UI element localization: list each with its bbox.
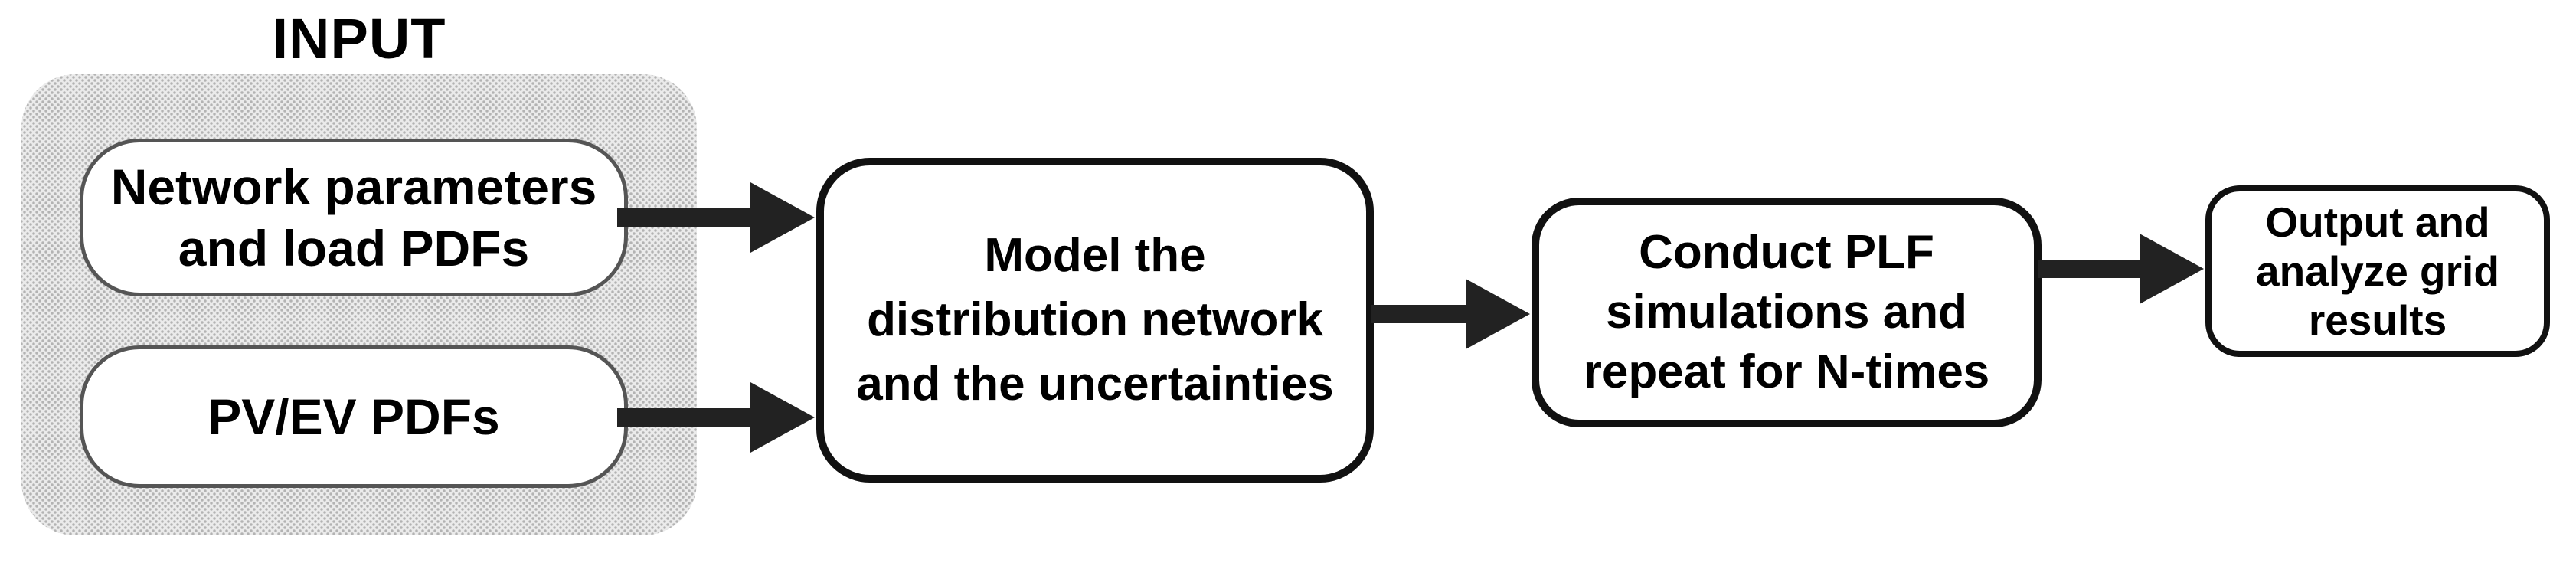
- arrow-shaft: [617, 208, 755, 227]
- node-model-distribution-line-3: and the uncertainties: [856, 358, 1334, 411]
- node-network-parameters-line-2: and load PDFs: [178, 220, 530, 276]
- node-output-results-line-3: results: [2308, 296, 2447, 344]
- arrow-conduct-plf-to-output: [2038, 234, 2204, 304]
- node-model-distribution: Model the distribution network and the u…: [816, 158, 1374, 483]
- arrow-network-parameters-to-model: [617, 182, 815, 253]
- node-conduct-plf-line-2: simulations and: [1606, 286, 1967, 339]
- node-output-results: Output and analyze grid results: [2205, 185, 2550, 357]
- node-conduct-plf-line-3: repeat for N-times: [1583, 345, 1990, 398]
- node-model-distribution-line-1: Model the: [984, 229, 1206, 282]
- arrow-head-icon: [2140, 234, 2204, 304]
- arrow-pv-ev-pdfs-to-model: [617, 382, 815, 453]
- node-output-results-line-2: analyze grid: [2256, 247, 2499, 295]
- arrow-shaft: [617, 408, 755, 427]
- node-pv-ev-pdfs: PV/EV PDFs: [80, 345, 628, 488]
- node-output-results-line-1: Output and: [2265, 198, 2490, 246]
- arrow-shaft: [1371, 305, 1470, 323]
- arrow-shaft: [2038, 260, 2144, 278]
- arrow-head-icon: [750, 182, 815, 253]
- node-conduct-plf: Conduct PLF simulations and repeat for N…: [1532, 198, 2042, 427]
- arrow-head-icon: [750, 382, 815, 453]
- arrow-head-icon: [1466, 279, 1530, 349]
- arrow-model-to-conduct-plf: [1371, 279, 1530, 349]
- node-pv-ev-pdfs-line-1: PV/EV PDFs: [208, 388, 500, 445]
- node-network-parameters-line-1: Network parameters: [110, 159, 597, 215]
- input-group-label: INPUT: [272, 7, 446, 70]
- node-conduct-plf-line-1: Conduct PLF: [1639, 226, 1934, 279]
- node-network-parameters: Network parameters and load PDFs: [80, 139, 628, 296]
- node-model-distribution-line-2: distribution network: [867, 293, 1323, 346]
